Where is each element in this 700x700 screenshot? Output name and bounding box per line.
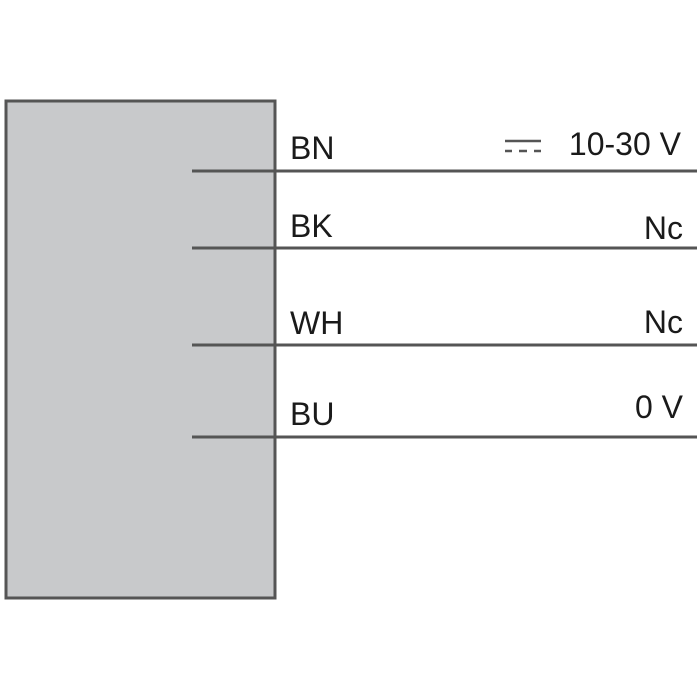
wire-color-label: BU xyxy=(290,396,334,432)
sensor-housing xyxy=(4,99,277,600)
wire-signal-label: Nc xyxy=(644,304,683,340)
wire-signal-label: Nc xyxy=(644,210,683,246)
wire-bu: BU 0 V xyxy=(192,389,697,439)
wire-color-label: WH xyxy=(290,305,343,341)
wire-color-label: BK xyxy=(290,208,333,244)
wire-signal-label: 0 V xyxy=(635,389,684,425)
wire-color-label: BN xyxy=(290,130,334,166)
wire-signal-label: 10-30 V xyxy=(569,126,682,162)
wire-wh: WH Nc xyxy=(192,304,697,347)
wire-bk: BK Nc xyxy=(192,208,697,250)
dc-voltage-icon xyxy=(505,139,541,153)
wire-bn: BN 10-30 V xyxy=(192,126,697,173)
